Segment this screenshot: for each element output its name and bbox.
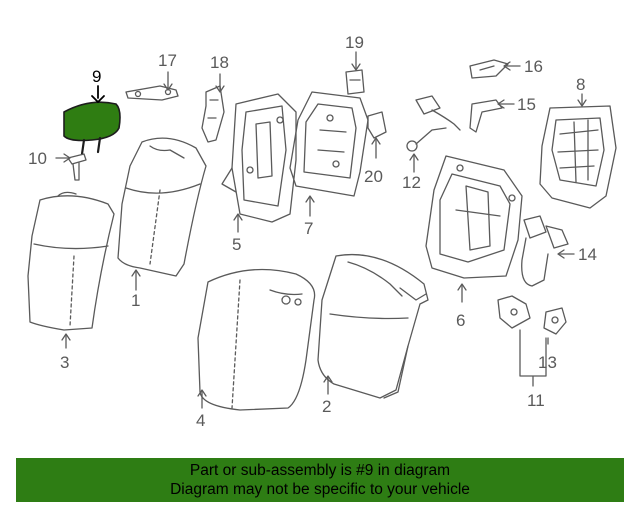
callout-labels: 9 10 3 1 4 2 17 18 5 7 19 20 16 15 12 8 … bbox=[28, 33, 597, 430]
callout-3: 3 bbox=[60, 353, 69, 372]
part-14-lock[interactable] bbox=[521, 215, 569, 287]
part-8-frame[interactable] bbox=[539, 105, 617, 209]
info-banner: Part or sub-assembly is #9 in diagram Di… bbox=[16, 458, 624, 502]
callout-9: 9 bbox=[92, 67, 101, 86]
part-19-clip[interactable] bbox=[345, 69, 365, 95]
callout-1: 1 bbox=[131, 291, 140, 310]
callout-17: 17 bbox=[158, 51, 177, 70]
part-11-bracket[interactable] bbox=[497, 295, 531, 329]
part-12-latch[interactable] bbox=[406, 95, 461, 152]
part-15-bracket[interactable] bbox=[469, 99, 503, 133]
callout-12: 12 bbox=[402, 173, 421, 192]
part-13-bracket[interactable] bbox=[543, 307, 567, 335]
part-9-headrest[interactable] bbox=[63, 101, 121, 156]
part-18-bracket[interactable] bbox=[201, 85, 225, 143]
callout-15: 15 bbox=[517, 95, 536, 114]
callout-6: 6 bbox=[456, 311, 465, 330]
banner-line-1: Part or sub-assembly is #9 in diagram bbox=[189, 462, 451, 479]
part-16-trim[interactable] bbox=[469, 59, 509, 79]
callout-20: 20 bbox=[364, 167, 383, 186]
callout-19: 19 bbox=[345, 33, 364, 52]
callout-2: 2 bbox=[322, 397, 331, 416]
banner-line-2: Diagram may not be specific to your vehi… bbox=[170, 481, 470, 498]
part-7-frame[interactable] bbox=[289, 91, 369, 197]
part-3-seatback-cover[interactable] bbox=[27, 191, 115, 331]
part-17-bracket[interactable] bbox=[125, 85, 179, 101]
part-6-frame[interactable] bbox=[425, 155, 523, 279]
callout-7: 7 bbox=[304, 219, 313, 238]
callout-16: 16 bbox=[524, 57, 543, 76]
callout-18: 18 bbox=[210, 53, 229, 72]
callout-10: 10 bbox=[28, 149, 47, 168]
callout-4: 4 bbox=[196, 411, 205, 430]
part-2-pad[interactable] bbox=[317, 253, 429, 399]
callout-14: 14 bbox=[578, 245, 597, 264]
part-10-guide[interactable] bbox=[67, 153, 87, 181]
leader-lines bbox=[55, 51, 587, 409]
part-20-clip[interactable] bbox=[367, 111, 387, 139]
callout-13: 13 bbox=[538, 353, 557, 372]
callout-8: 8 bbox=[576, 75, 585, 94]
part-1-seatback-cover[interactable] bbox=[117, 137, 207, 277]
callout-11: 11 bbox=[527, 391, 545, 410]
part-4-cushion-cover[interactable] bbox=[197, 268, 316, 411]
parts-diagram: 9 10 3 1 4 2 17 18 5 7 19 20 16 15 12 8 … bbox=[27, 33, 617, 430]
part-5-frame[interactable] bbox=[221, 93, 297, 223]
callout-5: 5 bbox=[232, 235, 241, 254]
